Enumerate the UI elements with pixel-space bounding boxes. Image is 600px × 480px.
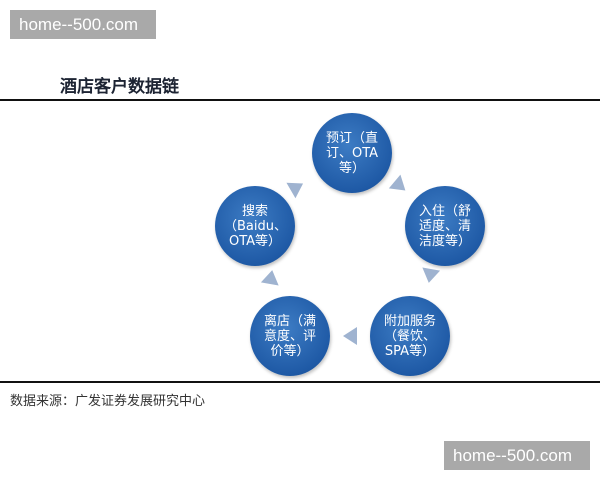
node-extra-services: 附加服务（餐饮、SPA等）	[370, 296, 450, 376]
node-checkout: 离店（满意度、评价等）	[250, 296, 330, 376]
arrow-icon	[343, 327, 357, 345]
node-label: 离店（满意度、评价等）	[263, 313, 316, 359]
node-label: 附加服务（餐饮、SPA等）	[383, 313, 436, 359]
bottom-divider	[0, 381, 600, 383]
arrow-icon	[286, 175, 308, 199]
node-search: 搜索（Baidu、OTA等）	[215, 186, 295, 266]
node-label: 入住（舒适度、清洁度等）	[418, 203, 471, 249]
node-checkin: 入住（舒适度、清洁度等）	[405, 186, 485, 266]
node-label: 搜索（Baidu、OTA等）	[224, 203, 287, 249]
arrow-icon	[388, 174, 412, 198]
source-note: 数据来源：广发证券发展研究中心	[10, 394, 206, 409]
diagram-title: 酒店客户数据链	[60, 77, 179, 97]
node-label: 预订（直订、OTA等）	[325, 130, 379, 176]
watermark-top: home--500.com	[10, 10, 156, 39]
arrow-icon	[260, 268, 282, 286]
arrow-icon	[419, 267, 441, 285]
node-booking: 预订（直订、OTA等）	[312, 113, 392, 193]
watermark-bottom: home--500.com	[444, 441, 590, 470]
top-divider	[0, 99, 600, 101]
